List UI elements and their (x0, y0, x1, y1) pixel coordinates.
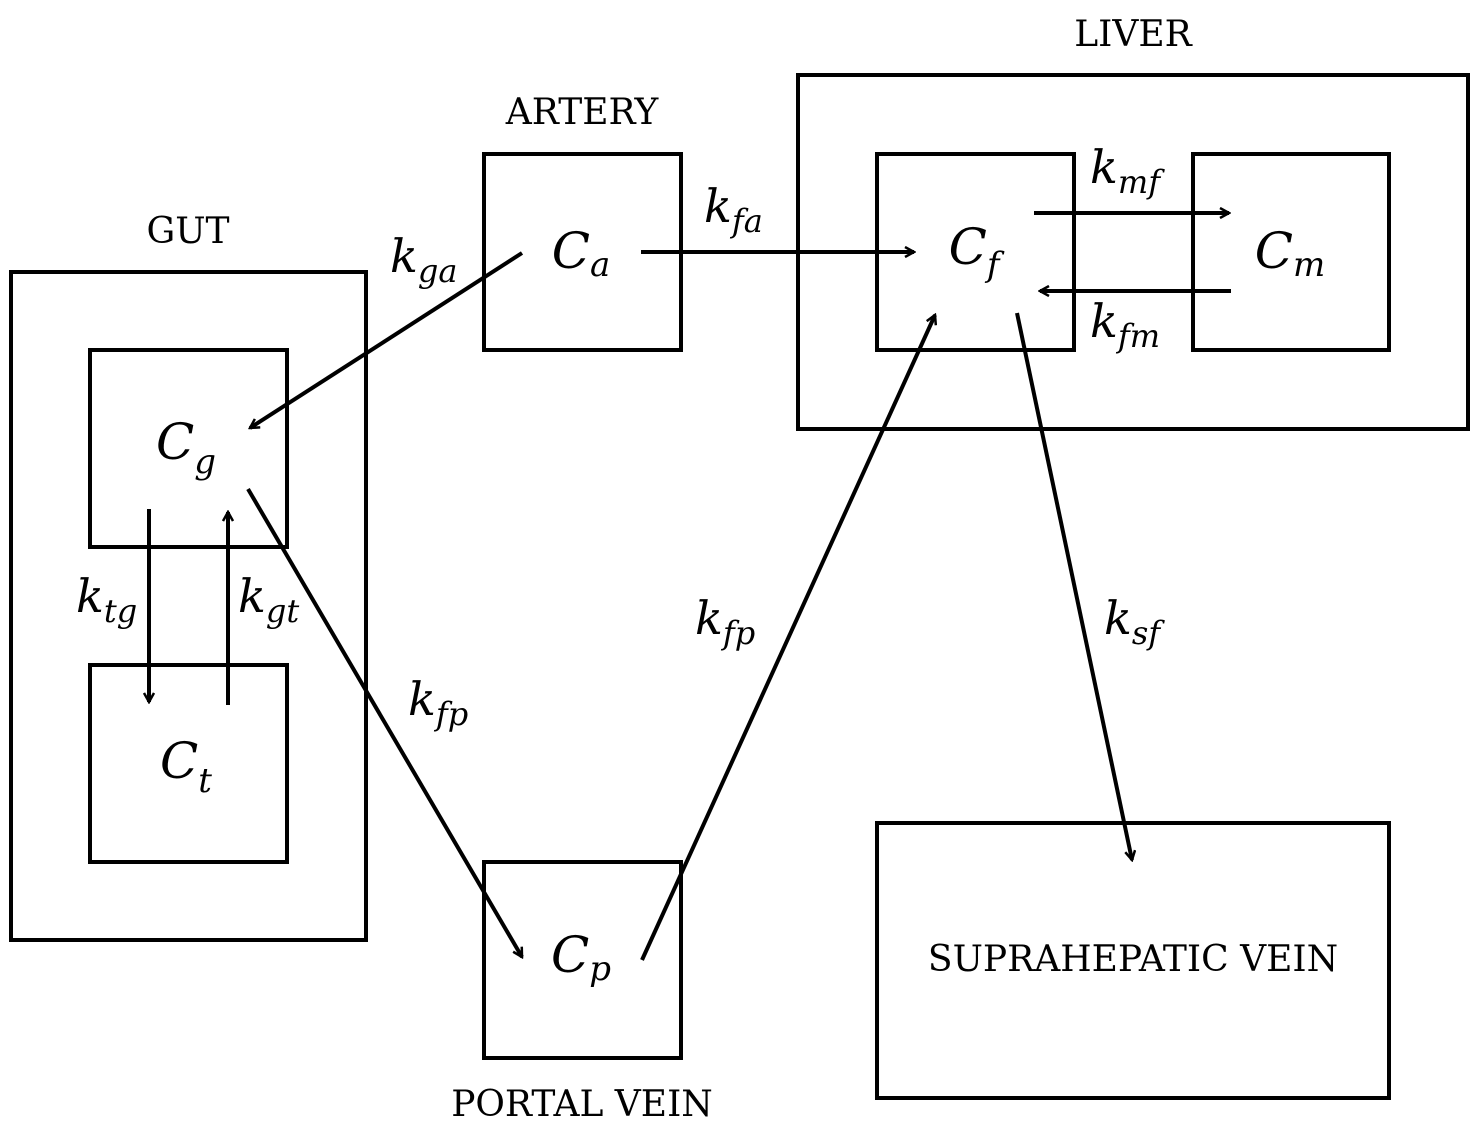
arrow-ca-to-cg (250, 251, 524, 430)
suprahepatic-vein-label: SUPRAHEPATIC VEIN (928, 939, 1338, 980)
arrow-cf-to-suprahepatic-vein (1015, 312, 1132, 860)
portal-vein-label: PORTAL VEIN (451, 1084, 713, 1125)
cg-box (88, 348, 289, 549)
cf-label: Cf (949, 218, 1005, 285)
ct-box (88, 663, 289, 864)
kfm-label: kfm (1090, 294, 1160, 355)
arrow-cp-to-cf (640, 315, 935, 961)
kfp-portal-label: kfp (695, 591, 755, 652)
suprahepatic-vein-box (875, 821, 1391, 1100)
kfa-label: kfa (704, 179, 763, 240)
ktg-label: ktg (76, 569, 137, 630)
kgt-label: kgt (238, 569, 299, 630)
cm-box (1191, 152, 1391, 352)
cp-label: Cp (551, 926, 611, 989)
gut-label: GUT (146, 211, 229, 252)
arrow-cg-to-cp (246, 487, 524, 957)
ksf-label: ksf (1104, 591, 1165, 652)
cp-box (482, 860, 683, 1060)
cm-label: Cm (1255, 222, 1326, 285)
kga-label: kga (390, 229, 457, 290)
ca-label: Ca (552, 222, 611, 285)
artery-label: ARTERY (505, 92, 660, 133)
ct-label: Ct (160, 732, 212, 801)
gut-region-box (9, 270, 368, 942)
kmf-label: kmf (1090, 140, 1165, 201)
liver-label: LIVER (1074, 14, 1192, 55)
cg-label: Cg (156, 413, 216, 482)
kfp-gut-label: kfp (408, 672, 468, 733)
